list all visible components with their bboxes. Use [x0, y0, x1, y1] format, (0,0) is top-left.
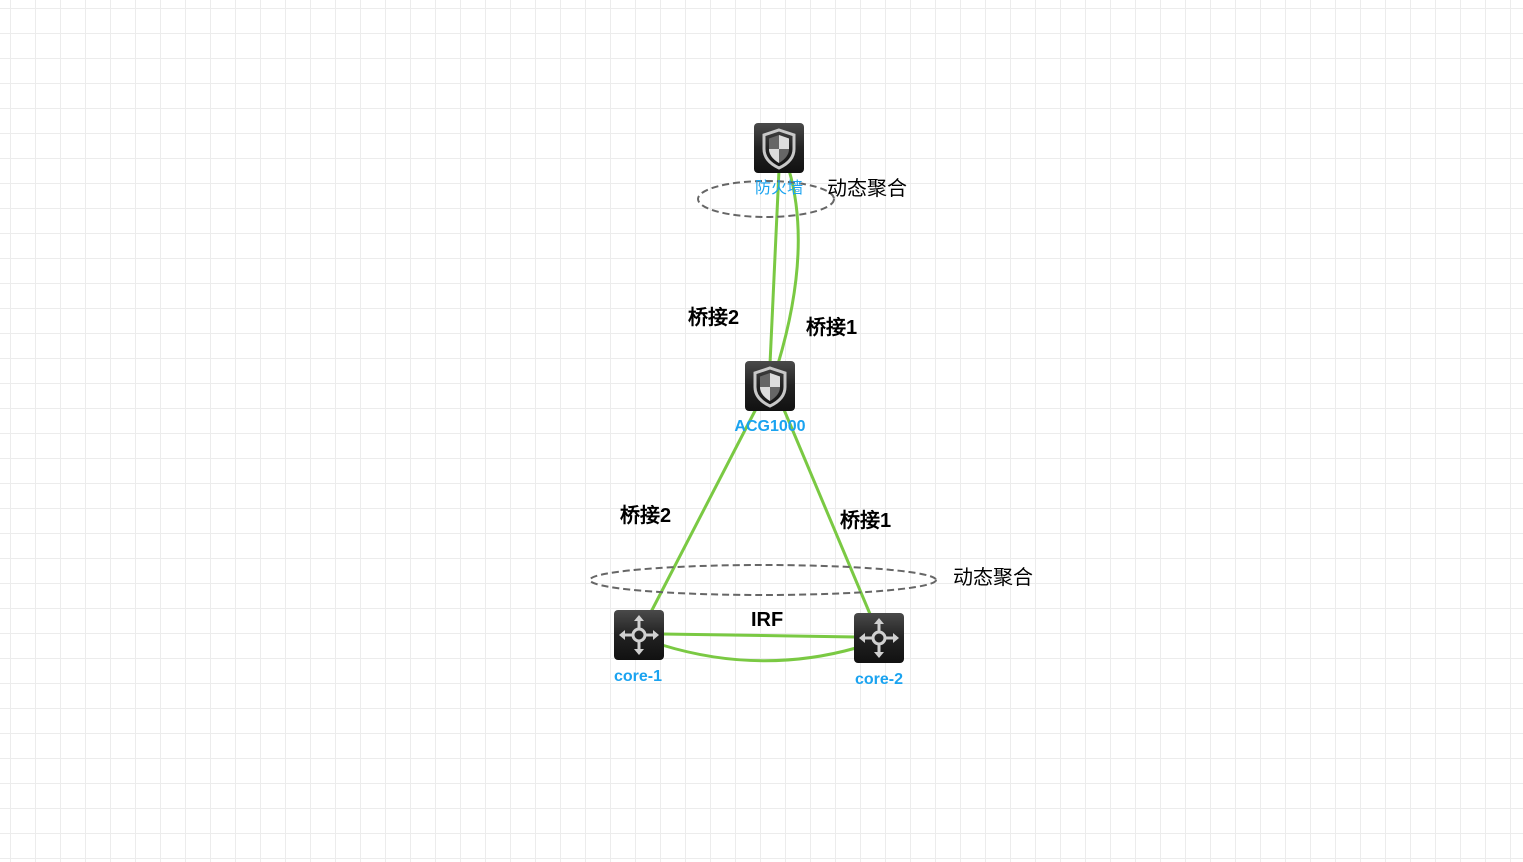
node-firewall[interactable]: 防火墙 — [752, 121, 806, 197]
link-label-bridge2-bottom: 桥接2 — [620, 504, 671, 527]
link-label-irf: IRF — [751, 609, 783, 631]
link-irf-1[interactable] — [661, 632, 857, 639]
link-bridge2-bottom[interactable] — [649, 404, 760, 613]
aggregation-label-bottom: 动态聚合 — [953, 565, 1033, 589]
link-bridge1-bottom[interactable] — [780, 404, 872, 615]
link-bridge1-top[interactable] — [776, 169, 800, 365]
node-label: 防火墙 — [755, 178, 803, 197]
node-core-2[interactable]: core-2 — [852, 611, 906, 688]
node-label: core-2 — [855, 671, 903, 688]
link-bridge2-top[interactable] — [768, 169, 781, 365]
aggregation-ellipse-bottom — [589, 564, 937, 596]
firewall-shield-icon — [752, 121, 806, 175]
link-label-bridge1-top: 桥接1 — [806, 316, 857, 339]
node-core-1[interactable]: core-1 — [612, 608, 666, 685]
link-label-bridge1-bottom: 桥接1 — [840, 509, 891, 532]
switch-arrows-icon — [612, 608, 666, 662]
link-label-bridge2-top: 桥接2 — [688, 306, 739, 329]
switch-arrows-icon — [852, 611, 906, 665]
firewall-shield-icon — [743, 359, 797, 413]
link-irf-2[interactable] — [661, 643, 857, 663]
node-label: core-1 — [614, 668, 662, 685]
node-acg1000[interactable]: ACG1000 — [734, 359, 806, 435]
aggregation-label-top: 动态聚合 — [827, 176, 907, 200]
node-label: ACG1000 — [734, 418, 805, 435]
aggregation-ellipse-top — [697, 180, 835, 218]
